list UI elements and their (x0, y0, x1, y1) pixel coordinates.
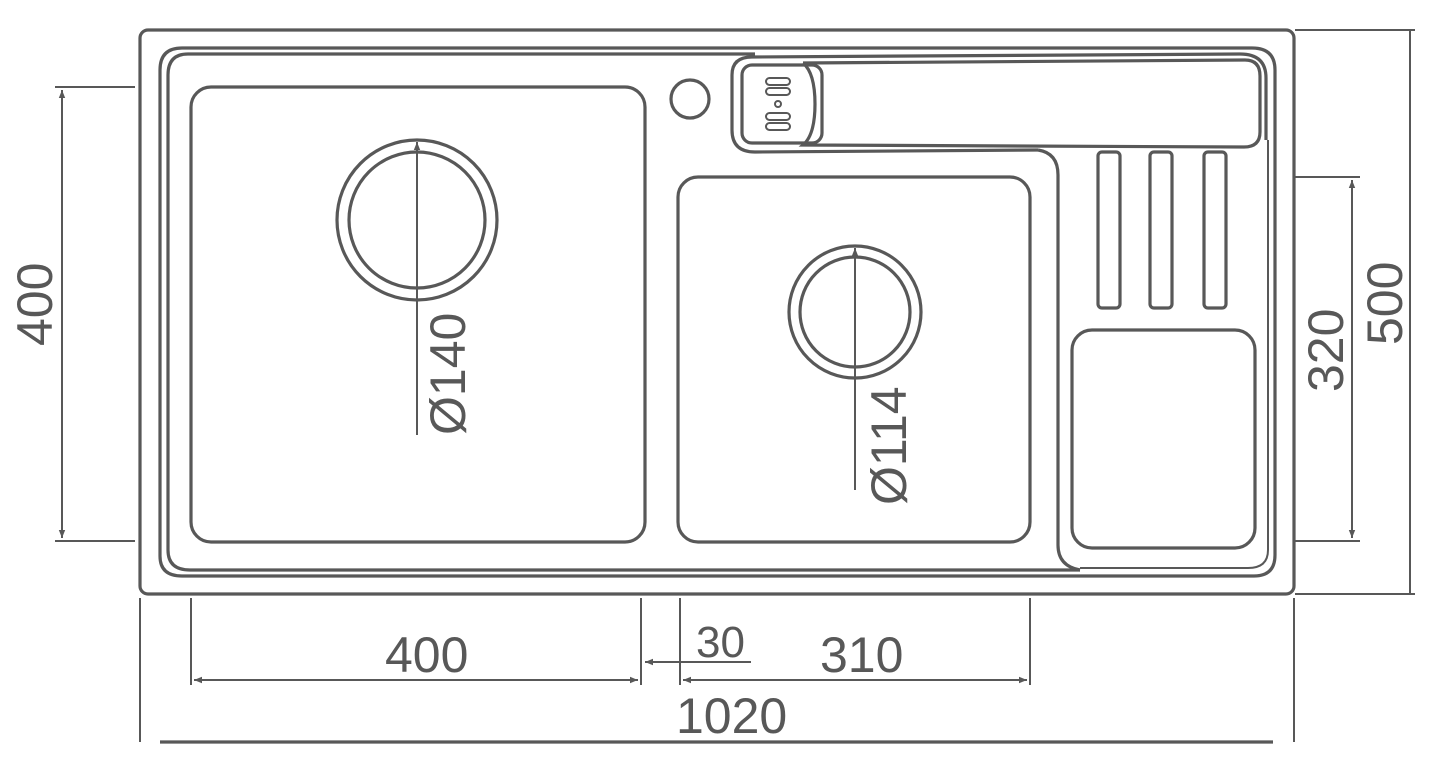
tap-hole (669, 78, 711, 120)
divider-width-label: 30 (696, 618, 745, 667)
overall-depth-label: 500 (1357, 262, 1413, 345)
small-prep-bowl (1070, 328, 1257, 550)
left-bowl-depth-label: 400 (7, 263, 63, 346)
sink-right-inner-edge (1080, 140, 1269, 569)
right-drain-diameter-label: Ø114 (861, 386, 917, 505)
sink-rim-outer (158, 46, 1277, 578)
drawer-bar (798, 58, 1262, 149)
drainer-slot (1202, 150, 1228, 310)
right-bowl-depth-label: 320 (1298, 309, 1354, 392)
right-bowl-width-label: 310 (820, 627, 903, 683)
left-drain-diameter-label: Ø140 (420, 313, 476, 435)
left-bowl (189, 85, 647, 544)
left-bowl-width-label: 400 (385, 627, 468, 683)
drainer-slot (1096, 150, 1122, 310)
soap-holder-slots-icon (765, 77, 791, 131)
right-bowl (676, 175, 1032, 544)
overall-width-label: 1020 (676, 688, 787, 744)
sink-outer-frame (138, 28, 1296, 596)
accessory-tray-outline (730, 52, 1268, 154)
sink-rim-inner (166, 52, 1080, 572)
drainboard-edge (1037, 148, 1081, 572)
soap-holder (740, 63, 824, 145)
drainer-slot (1148, 150, 1174, 310)
